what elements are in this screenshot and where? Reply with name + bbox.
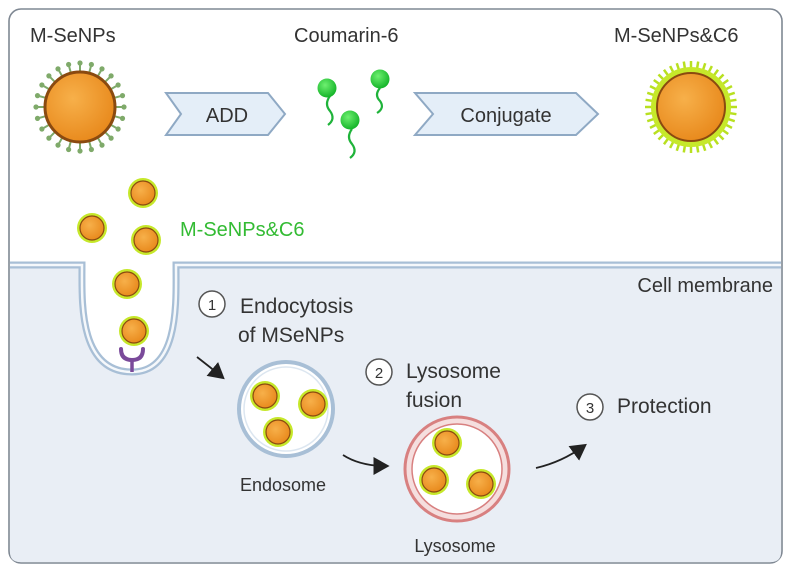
step-2-number: 2 (375, 365, 383, 382)
msenp-particle (33, 60, 127, 154)
nanoparticle (112, 269, 142, 299)
coumarin-6-molecules (317, 69, 390, 159)
membrane-label: Cell membrane (637, 275, 773, 297)
lysosome-nanoparticle (419, 465, 449, 495)
endosome-nanoparticle (263, 417, 293, 447)
step-3: 3 Protection (576, 393, 712, 421)
endosome (237, 360, 335, 458)
step-1: 1 Endocytosis of MSeNPs (198, 290, 353, 347)
conjugated-particles (77, 178, 161, 346)
nanoparticle (77, 213, 107, 243)
step-3-line1: Protection (617, 395, 712, 418)
step-3-badge (576, 393, 604, 421)
endosome-nanoparticle (250, 381, 280, 411)
arrow-to-lysosome (342, 454, 390, 475)
lysosome (403, 415, 511, 523)
arrow-to-protection (535, 443, 587, 469)
arrow-to-endosome (196, 356, 225, 380)
step-2-line2: fusion (406, 389, 462, 412)
lysosome-nanoparticle (466, 469, 496, 499)
conjugate-chevron: Conjugate (412, 92, 600, 136)
step-1-line2: of MSeNPs (238, 324, 344, 347)
nanoparticle (128, 178, 158, 208)
msenps-c6-particle (645, 61, 737, 153)
step-1-number: 1 (208, 297, 216, 314)
nanoparticle (131, 225, 161, 255)
step-1-line1: Endocytosis (240, 295, 353, 318)
step-2-line1: Lysosome (406, 360, 501, 383)
step-2-badge (365, 358, 393, 386)
endosome-nanoparticle (298, 389, 328, 419)
step-1-badge (198, 290, 226, 318)
receptor-icon (119, 347, 145, 372)
lysosome-nanoparticle (432, 428, 462, 458)
coumarin-label: Coumarin-6 (294, 25, 398, 47)
step-3-number: 3 (586, 400, 594, 417)
particles-label: M-SeNPs&C6 (180, 219, 304, 241)
lysosome-label: Lysosome (414, 536, 495, 556)
endosome-label: Endosome (240, 475, 326, 495)
nanoparticle (119, 316, 149, 346)
msenps-label: M-SeNPs (30, 25, 116, 47)
step-2: 2 Lysosome fusion (365, 358, 501, 412)
conjugate-label: Conjugate (460, 105, 551, 127)
cell-interior (10, 265, 781, 562)
product-label: M-SeNPs&C6 (614, 25, 738, 47)
add-chevron: ADD (164, 92, 287, 136)
add-label: ADD (206, 105, 248, 127)
